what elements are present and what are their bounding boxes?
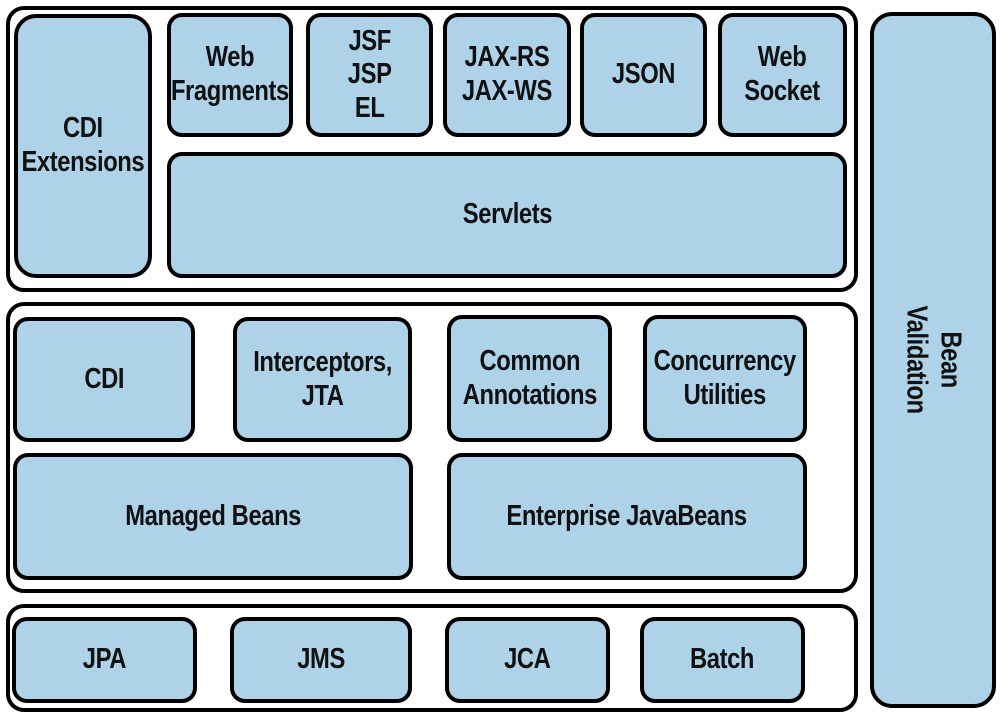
web-fragments-label: Web Fragments bbox=[171, 41, 289, 107]
box-json: JSON bbox=[580, 13, 707, 137]
box-batch: Batch bbox=[640, 617, 805, 703]
json-label: JSON bbox=[611, 58, 676, 91]
box-interceptors-jta: Interceptors, JTA bbox=[233, 317, 412, 442]
managed-beans-label: Managed Beans bbox=[125, 499, 301, 532]
box-common-annotations: Common Annotations bbox=[447, 315, 612, 442]
box-jsf-jsp-el: JSF JSP EL bbox=[306, 13, 433, 137]
box-servlets: Servlets bbox=[167, 152, 847, 278]
cdi-extensions-label: CDI Extensions bbox=[21, 112, 145, 178]
bean-validation-label: Bean Validation bbox=[901, 305, 967, 415]
servlets-label: Servlets bbox=[462, 198, 552, 231]
box-jax-rs-jax-ws: JAX-RS JAX-WS bbox=[443, 13, 571, 137]
box-enterprise-javabeans: Enterprise JavaBeans bbox=[447, 453, 807, 580]
jpa-label: JPA bbox=[82, 643, 127, 676]
box-managed-beans: Managed Beans bbox=[13, 453, 413, 580]
box-cdi-extensions: CDI Extensions bbox=[14, 14, 152, 278]
box-bean-validation: Bean Validation bbox=[870, 12, 996, 708]
box-web-fragments: Web Fragments bbox=[167, 13, 293, 137]
jax-rs-jax-ws-label: JAX-RS JAX-WS bbox=[461, 41, 553, 107]
box-jpa: JPA bbox=[12, 617, 197, 703]
jsf-jsp-el-label: JSF JSP EL bbox=[347, 24, 392, 124]
concurrency-utilities-label: Concurrency Utilities bbox=[653, 344, 797, 411]
enterprise-javabeans-label: Enterprise JavaBeans bbox=[506, 499, 748, 532]
box-web-socket: Web Socket bbox=[718, 13, 847, 137]
jca-label: JCA bbox=[504, 643, 551, 676]
box-jms: JMS bbox=[230, 617, 412, 703]
web-socket-label: Web Socket bbox=[744, 41, 821, 107]
box-cdi: CDI bbox=[13, 317, 195, 442]
box-jca: JCA bbox=[445, 617, 610, 703]
common-annotations-label: Common Annotations bbox=[462, 344, 597, 411]
cdi-label: CDI bbox=[84, 362, 124, 395]
interceptors-jta-label: Interceptors, JTA bbox=[253, 345, 392, 412]
box-concurrency-utilities: Concurrency Utilities bbox=[643, 315, 807, 442]
jms-label: JMS bbox=[297, 643, 345, 676]
batch-label: Batch bbox=[690, 643, 755, 676]
